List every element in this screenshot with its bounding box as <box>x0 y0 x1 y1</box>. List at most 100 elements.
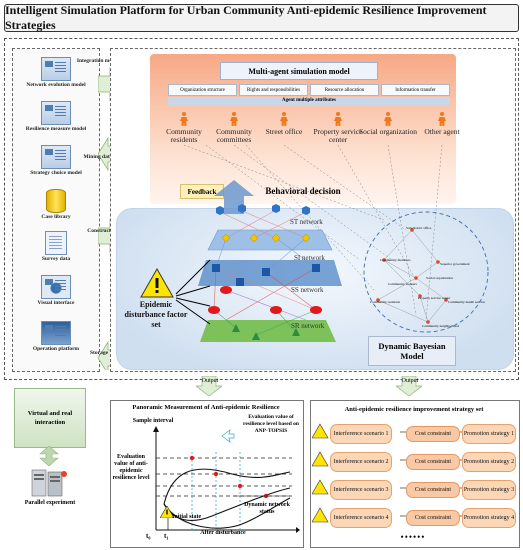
storage-label: Storage <box>89 350 109 356</box>
left-item-label: Case library <box>41 214 71 220</box>
agent-social-organization: Social organization <box>356 112 420 136</box>
interference-scenario-3: Interference scenario 3 <box>330 480 392 500</box>
parallel-experiment-label: Parallel experiment <box>24 500 76 506</box>
t1-label: t₁ <box>164 532 169 540</box>
ss-network-label: SS network <box>291 286 324 294</box>
sr-nodes <box>208 286 322 314</box>
strategy-warning-icons <box>312 423 329 523</box>
chart-ylabel: Evaluation value of anti-epidemic resili… <box>112 454 150 481</box>
strategy-panel-title: Anti-epidemic resilience improvement str… <box>344 406 484 413</box>
t0-label: t₀ <box>146 532 151 540</box>
ss-nodes <box>212 264 320 286</box>
cost-constraint-2: Cost constraint <box>406 454 460 470</box>
network-diagram <box>175 144 489 342</box>
cost-constraint-3: Cost constraint <box>406 482 460 498</box>
bayesian-ellipse <box>363 211 489 333</box>
output-arrow-right <box>396 376 422 396</box>
warning-icon <box>160 506 174 518</box>
multi-agent-title: Multi-agent simulation model <box>220 62 378 80</box>
left-item-operation-platform: Operation platform <box>13 321 99 352</box>
mining-label: Mining data <box>83 154 113 160</box>
person-icon <box>333 112 343 126</box>
left-item-label: Network evolution model <box>26 82 86 88</box>
bayes-node-label: Property service center <box>418 296 451 300</box>
promotion-strategy-4: Promotion strategy 4 <box>462 508 516 528</box>
bayesian-edges <box>377 229 447 323</box>
epidemic-arrows <box>175 259 211 325</box>
si-nodes <box>221 233 311 243</box>
agent-community-residents: Community residents <box>152 112 216 144</box>
agent-label: Community committees <box>216 127 252 144</box>
agent-label: Social organization <box>359 127 417 136</box>
sr-network-label: SR network <box>291 322 325 330</box>
agent-community-committees: Community committees <box>202 112 266 144</box>
double-arrow-icon <box>39 446 59 466</box>
behavioral-decision-label: Behavioral decision <box>265 186 341 196</box>
agent-property-service: Property service center <box>306 112 370 144</box>
person-icon <box>179 112 189 126</box>
agent-label: Other agent <box>424 127 460 136</box>
bayes-node-label: Community health service <box>448 300 485 304</box>
integration-label: Integration model <box>76 58 120 64</box>
resilience-panel-title: Panoramic Measurement of Anti-epidemic R… <box>132 404 280 411</box>
cost-constraint-4: Cost constraint <box>406 510 460 526</box>
left-model-column: Network evolution model Resilience measu… <box>12 48 100 372</box>
epidemic-factor-label: Epidemic disturbance factor set <box>124 300 188 329</box>
left-item-label: Visual interface <box>37 300 75 306</box>
left-item-resilience-measure: Resilience measure model <box>13 101 99 132</box>
sample-markers <box>191 452 241 530</box>
server-icon <box>31 469 67 497</box>
attributes-label: Agent multiple attributes <box>168 97 450 105</box>
output-arrow-left <box>196 376 222 396</box>
st-network-label: ST network <box>290 218 323 226</box>
warning-icon <box>140 268 174 298</box>
page-title: Intelligent Simulation Platform for Urba… <box>4 3 519 32</box>
promotion-strategy-3: Promotion strategy 3 <box>462 480 516 500</box>
attribute-box: Resource allocation <box>310 84 379 96</box>
st-nodes <box>216 204 310 215</box>
agent-mapping-lines <box>183 144 443 321</box>
si-network-label: SI network <box>294 254 325 262</box>
bottom-layer-nodes <box>232 324 300 340</box>
person-icon <box>279 112 289 126</box>
computer-icon <box>41 321 71 345</box>
document-icon <box>45 231 67 255</box>
attribute-box: Rights and responsibilities <box>239 84 308 96</box>
bayes-node-label: Community neighborhood <box>422 324 460 328</box>
attribute-row: Organization structure Rights and respon… <box>168 84 450 96</box>
bayes-node-label: Community residents <box>370 300 401 304</box>
resilience-curves <box>163 468 291 529</box>
interference-scenario-1: Interference scenario 1 <box>330 424 392 444</box>
person-icon <box>383 112 393 126</box>
agent-label: Street office <box>265 127 303 136</box>
left-item-strategy-choice: Strategy choice model <box>13 145 99 176</box>
bayes-node-label: Community workers <box>388 282 417 286</box>
interference-scenario-2: Interference scenario 2 <box>330 452 392 472</box>
left-item-network-evolution: Network evolution model <box>13 57 99 88</box>
dynamic-bayesian-label: Dynamic Bayesian Model <box>368 336 456 366</box>
window-icon <box>41 275 71 299</box>
left-item-label: Resilience measure model <box>25 126 87 132</box>
state-dots <box>189 455 269 499</box>
strategy-arrows <box>312 423 462 523</box>
dynamic-status-label: Dynamic network status <box>244 502 290 515</box>
left-item-label: Survey data <box>41 256 71 262</box>
person-icon <box>229 112 239 126</box>
evaluation-note: Evaluation value of resilience level bas… <box>243 414 299 434</box>
ellipsis: •••••• <box>400 532 426 542</box>
agent-street-office: Street office <box>252 112 316 136</box>
database-icon <box>46 189 66 213</box>
window-icon <box>41 101 71 125</box>
left-item-survey-data: Survey data <box>13 231 99 262</box>
left-item-case-library: Case library <box>13 189 99 220</box>
left-item-label: Strategy choice model <box>30 170 82 176</box>
agent-other: Other agent <box>410 112 474 136</box>
sample-interval-label: Sample interval <box>132 418 174 424</box>
resilience-chart <box>153 426 300 533</box>
evaluation-pointer <box>221 429 235 443</box>
strategy-connectors <box>400 431 462 517</box>
cost-constraint-1: Cost constraint <box>406 426 460 442</box>
reference-levels <box>156 457 292 497</box>
promotion-strategy-2: Promotion strategy 2 <box>462 452 516 472</box>
